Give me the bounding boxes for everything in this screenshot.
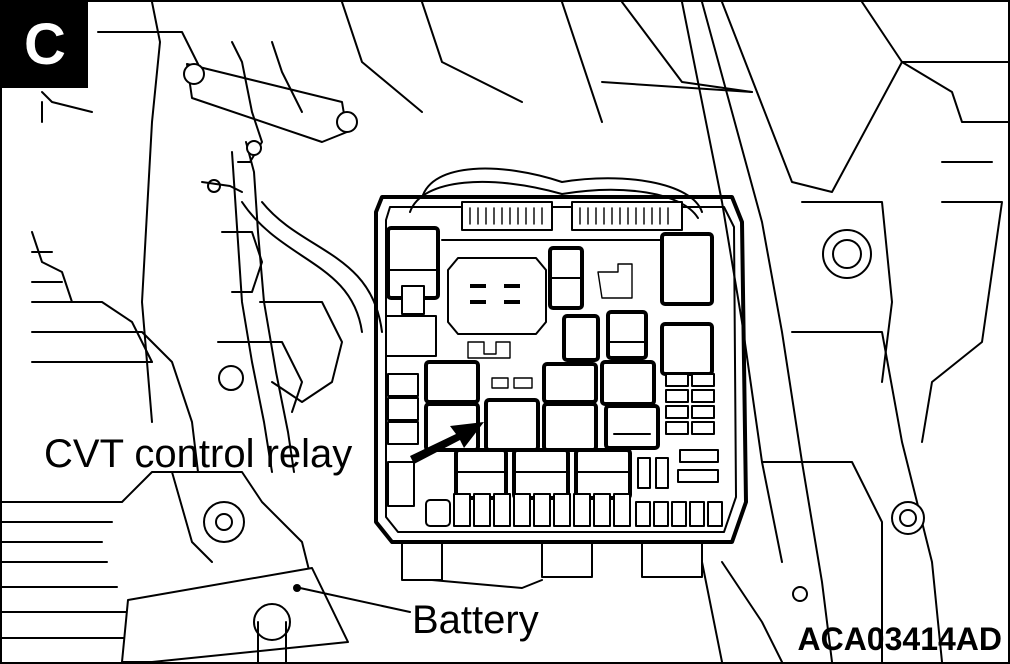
panel-label: C (2, 2, 88, 88)
mini-fuse-block (637, 373, 719, 489)
figure-code: ACA03414AD (797, 621, 1002, 657)
left-bracket-structure (31, 2, 383, 473)
cvt-control-relay-label: CVT control relay (44, 432, 353, 476)
lower-left-components (2, 471, 411, 662)
right-body-structure (341, 2, 1008, 662)
relay-arrow (410, 422, 484, 464)
battery-label: Battery (412, 598, 539, 642)
fuse-row (453, 493, 723, 527)
relay-box (374, 167, 748, 589)
cvt-control-relay (484, 398, 540, 452)
